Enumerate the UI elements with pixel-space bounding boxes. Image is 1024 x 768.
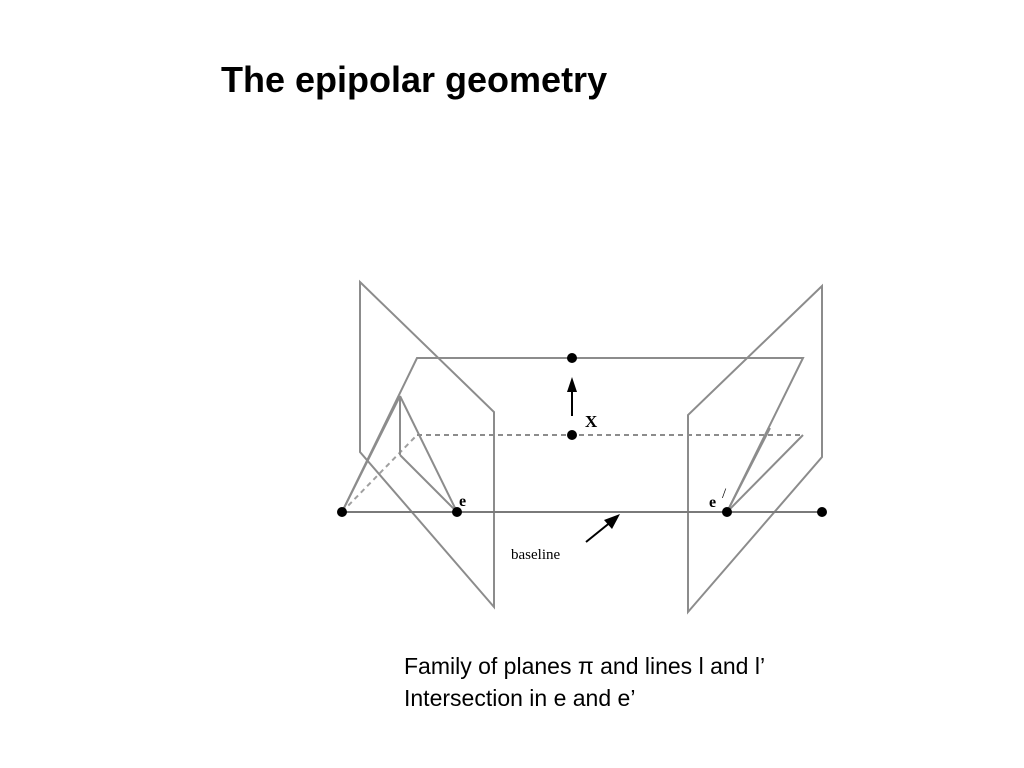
epipole-right <box>722 507 732 517</box>
camera-center-left <box>337 507 347 517</box>
right-image-plane <box>687 283 823 615</box>
label-e-prime: e <box>709 494 716 511</box>
epipolar-line-r-upper <box>726 427 771 513</box>
caption: Family of planes π and lines l and l’ In… <box>404 650 765 714</box>
epipole-left <box>452 507 462 517</box>
x-arrow-head <box>567 377 577 392</box>
point-X-upper <box>567 353 577 363</box>
epipolar-line-l-lower <box>399 454 458 513</box>
baseline-arrow-head <box>604 514 620 529</box>
label-e: e <box>459 493 466 510</box>
camera-center-right <box>817 507 827 517</box>
ray-to-upper <box>341 395 401 513</box>
label-X: X <box>585 412 598 431</box>
label-e-prime-mark: / <box>722 486 727 502</box>
epipolar-line-l-upper <box>399 395 458 513</box>
caption-line-1: Family of planes π and lines l and l’ <box>404 653 766 679</box>
slide-title: The epipolar geometry <box>221 59 608 100</box>
point-X <box>567 430 577 440</box>
caption-line-2: Intersection in e and e’ <box>404 685 636 711</box>
baseline-arrow-shaft <box>585 520 613 543</box>
lower-plane-right-edge <box>726 434 804 513</box>
label-baseline: baseline <box>511 547 560 563</box>
left-image-plane <box>359 279 495 610</box>
